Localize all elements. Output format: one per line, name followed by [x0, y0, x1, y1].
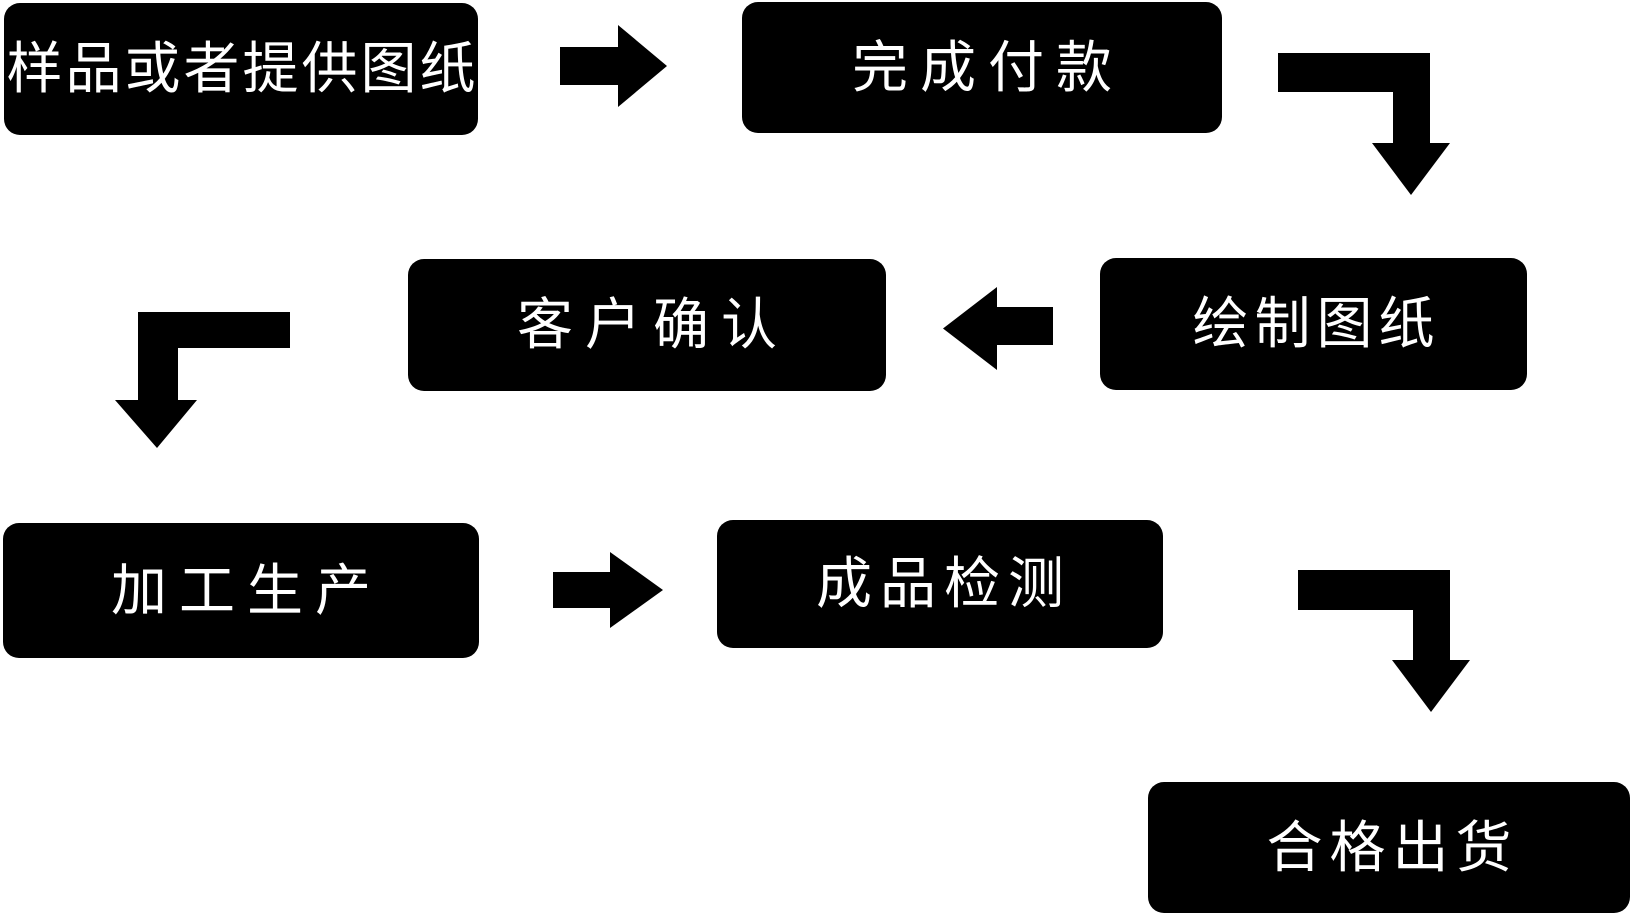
step-box-inspection: 成品检测 — [717, 520, 1163, 648]
step-label-drawing: 绘制图纸 — [1192, 292, 1441, 355]
step-box-payment: 完成付款 — [742, 2, 1222, 133]
right-arrow-shape — [560, 25, 667, 107]
step-label-confirm: 客户确认 — [517, 293, 789, 356]
elbow-down-arrow-icon — [115, 312, 290, 448]
elbow-down-arrow-shape — [115, 312, 290, 448]
step-box-confirm: 客户确认 — [408, 259, 886, 391]
step-box-sample: 样品或者提供图纸 — [4, 3, 478, 135]
step-label-shipment: 合格出货 — [1266, 815, 1519, 879]
step-label-inspection: 成品检测 — [816, 552, 1072, 615]
right-arrow-icon — [553, 552, 663, 628]
step-box-shipment: 合格出货 — [1148, 782, 1630, 913]
left-arrow-shape — [943, 287, 1053, 370]
right-arrow-shape — [553, 552, 663, 628]
elbow-down-arrow-icon — [1278, 53, 1450, 195]
step-label-sample: 样品或者提供图纸 — [6, 37, 479, 100]
step-box-production: 加工生产 — [3, 523, 479, 658]
step-label-production: 加工生产 — [111, 558, 383, 622]
elbow-down-arrow-shape — [1278, 53, 1450, 195]
elbow-down-arrow-icon — [1298, 570, 1470, 712]
elbow-down-arrow-shape — [1298, 570, 1470, 712]
step-box-drawing: 绘制图纸 — [1100, 258, 1527, 390]
right-arrow-icon — [560, 25, 667, 107]
step-label-payment: 完成付款 — [852, 35, 1124, 99]
left-arrow-icon — [943, 287, 1053, 370]
